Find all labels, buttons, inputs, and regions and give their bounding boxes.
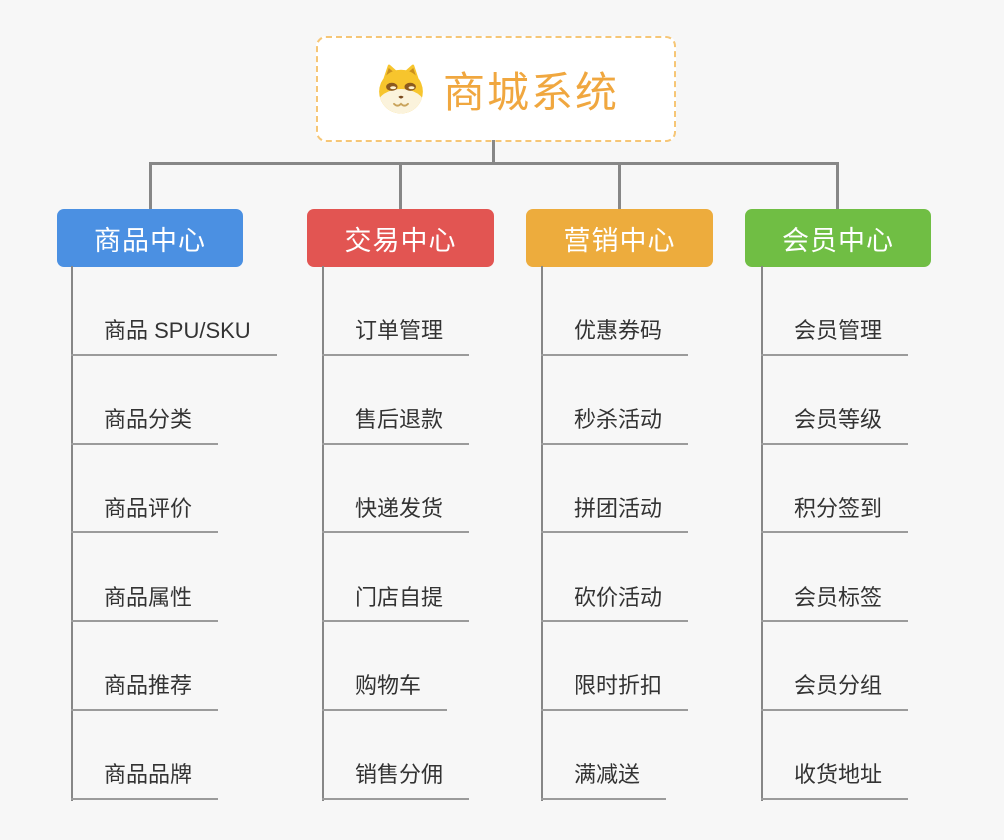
leaf-column-trade: 订单管理 售后退款 快递发货 门店自提 购物车 销售分佣 [322, 267, 592, 800]
leaf-column-member: 会员管理 会员等级 积分签到 会员标签 会员分组 收货地址 [761, 267, 1004, 800]
trunk-line-marketing [541, 266, 543, 801]
leaf-label[interactable]: 会员分组 [761, 672, 909, 711]
connector-drop-trade [399, 164, 402, 210]
connector-drop-marketing [618, 164, 621, 210]
leaf-node: 购物车 [322, 622, 592, 711]
leaf-label[interactable]: 销售分佣 [322, 761, 470, 800]
leaf-label[interactable]: 门店自提 [322, 584, 470, 623]
leaf-node: 售后退款 [322, 356, 592, 445]
trunk-line-member [761, 266, 763, 801]
leaf-label[interactable]: 积分签到 [761, 495, 909, 534]
leaf-column-marketing: 优惠券码 秒杀活动 拼团活动 砍价活动 限时折扣 满减送 [541, 267, 811, 800]
leaf-node: 订单管理 [322, 267, 592, 356]
leaf-node: 优惠券码 [541, 267, 811, 356]
leaf-label[interactable]: 商品推荐 [71, 672, 219, 711]
leaf-node: 商品评价 [71, 445, 341, 534]
doge-icon [379, 64, 423, 114]
leaf-column-goods: 商品 SPU/SKU 商品分类 商品评价 商品属性 商品推荐 商品品牌 [71, 267, 341, 800]
leaf-node: 商品品牌 [71, 711, 341, 800]
leaf-node: 快递发货 [322, 445, 592, 534]
leaf-label[interactable]: 优惠券码 [541, 317, 689, 356]
leaf-label[interactable]: 商品评价 [71, 495, 219, 534]
leaf-label[interactable]: 售后退款 [322, 406, 470, 445]
leaf-label[interactable]: 限时折扣 [541, 672, 689, 711]
leaf-label[interactable]: 会员等级 [761, 406, 909, 445]
leaf-label[interactable]: 砍价活动 [541, 584, 689, 623]
leaf-label[interactable]: 快递发货 [322, 495, 470, 534]
leaf-label[interactable]: 满减送 [541, 761, 667, 800]
leaf-node: 会员管理 [761, 267, 1004, 356]
leaf-node: 销售分佣 [322, 711, 592, 800]
leaf-label[interactable]: 会员管理 [761, 317, 909, 356]
trunk-line-goods [71, 266, 73, 801]
leaf-label[interactable]: 收货地址 [761, 761, 909, 800]
leaf-label[interactable]: 拼团活动 [541, 495, 689, 534]
connector-root-drop [492, 140, 495, 163]
leaf-node: 会员分组 [761, 622, 1004, 711]
branch-node-member-center[interactable]: 会员中心 [745, 209, 931, 267]
branch-node-goods-center[interactable]: 商品中心 [57, 209, 243, 267]
leaf-label[interactable]: 商品品牌 [71, 761, 219, 800]
root-node[interactable]: 商城系统 [316, 36, 676, 142]
leaf-label[interactable]: 订单管理 [322, 317, 470, 356]
leaf-node: 拼团活动 [541, 445, 811, 534]
leaf-node: 秒杀活动 [541, 356, 811, 445]
leaf-label[interactable]: 秒杀活动 [541, 406, 689, 445]
leaf-node: 商品 SPU/SKU [71, 267, 341, 356]
leaf-label[interactable]: 商品 SPU/SKU [71, 317, 277, 356]
leaf-node: 限时折扣 [541, 622, 811, 711]
leaf-label[interactable]: 商品分类 [71, 406, 219, 445]
trunk-line-trade [322, 266, 324, 801]
leaf-node: 商品分类 [71, 356, 341, 445]
leaf-node: 收货地址 [761, 711, 1004, 800]
leaf-node: 商品属性 [71, 533, 341, 623]
connector-drop-goods [149, 164, 152, 210]
leaf-node: 商品推荐 [71, 622, 341, 711]
branch-node-marketing-center[interactable]: 营销中心 [526, 209, 713, 267]
leaf-label[interactable]: 会员标签 [761, 584, 909, 623]
root-title: 商城系统 [442, 68, 619, 116]
leaf-node: 满减送 [541, 711, 811, 800]
leaf-node: 门店自提 [322, 533, 592, 623]
leaf-node: 会员标签 [761, 533, 1004, 623]
leaf-label[interactable]: 商品属性 [71, 584, 219, 623]
leaf-node: 砍价活动 [541, 533, 811, 623]
branch-node-trade-center[interactable]: 交易中心 [307, 209, 494, 267]
connector-horizontal-bar [149, 162, 839, 165]
leaf-label[interactable]: 购物车 [322, 672, 448, 711]
leaf-node: 会员等级 [761, 356, 1004, 445]
leaf-node: 积分签到 [761, 445, 1004, 534]
connector-drop-member [836, 164, 839, 210]
